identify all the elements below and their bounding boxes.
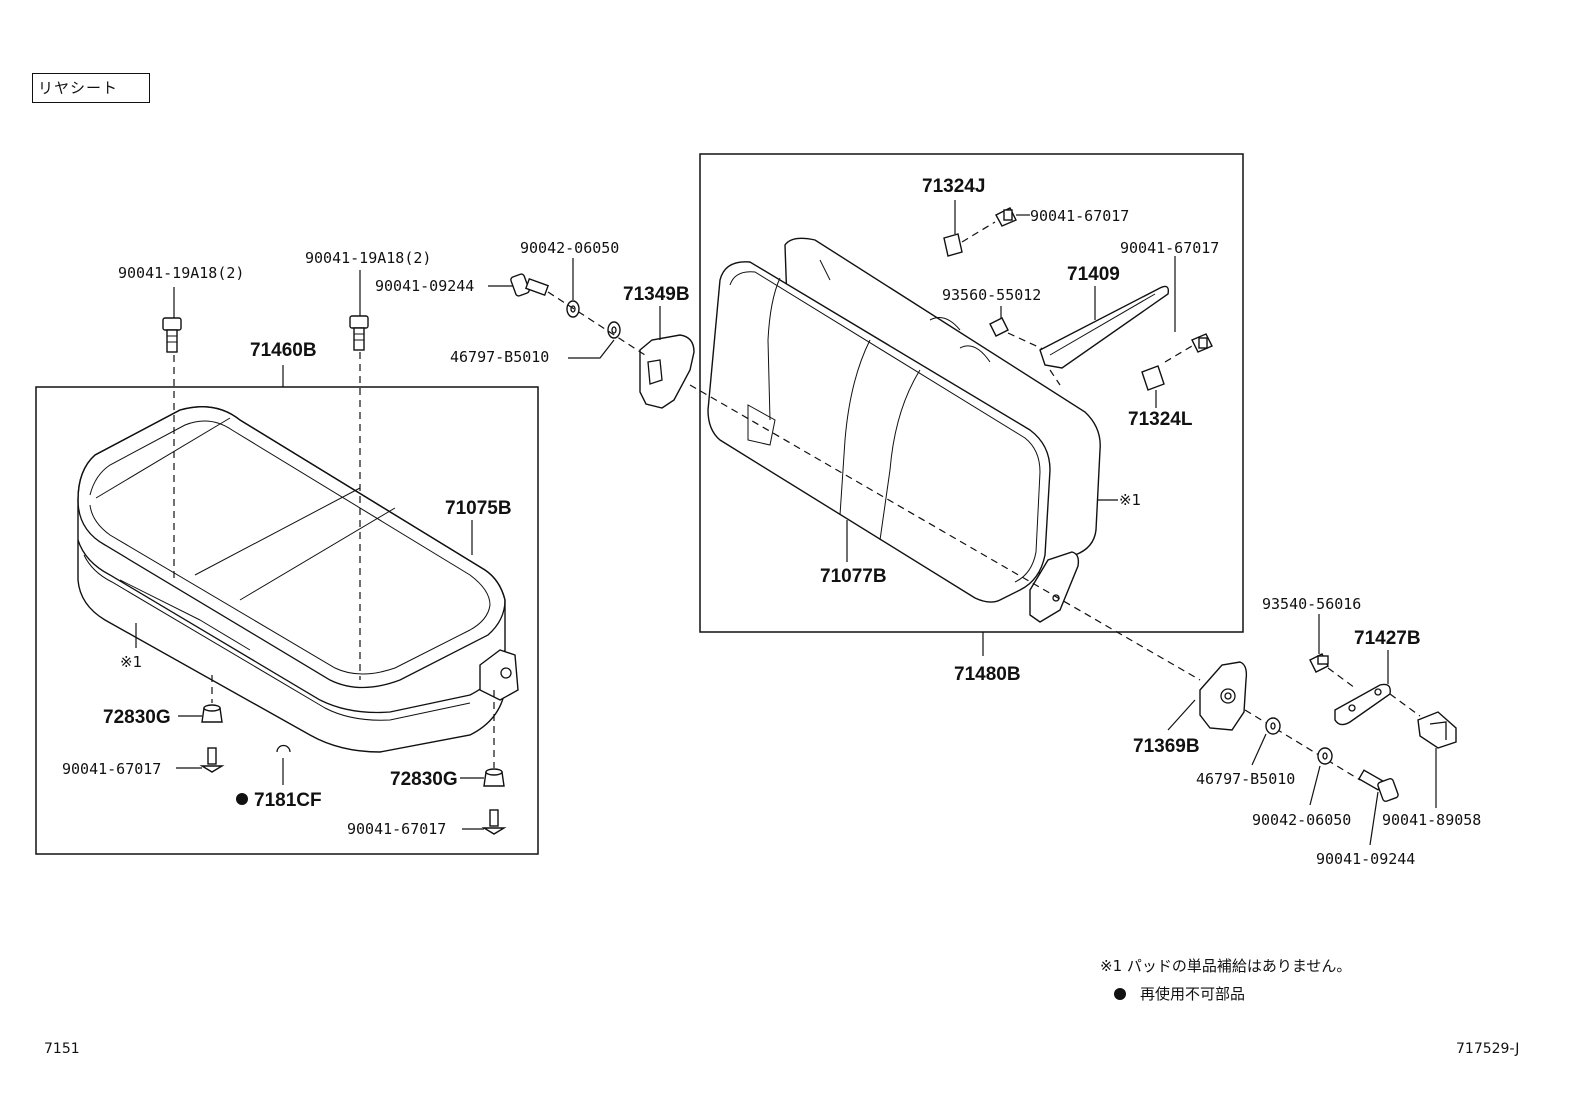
screw-hinge-right-axis: [1327, 667, 1356, 689]
bushing-right-leader: [1251, 733, 1267, 766]
hinge-right-axis: [1244, 709, 1361, 781]
bolt-left-part[interactable]: [162, 317, 182, 353]
clip-part[interactable]: [276, 744, 291, 753]
screw-top-part[interactable]: [995, 207, 1017, 227]
hinge-cover-right-label[interactable]: 71369B: [1133, 736, 1200, 757]
hinge-cover-right-part[interactable]: [1199, 661, 1248, 731]
washer-left-label[interactable]: 90042-06050: [520, 239, 619, 257]
bracket-part[interactable]: [1039, 285, 1170, 369]
lock-axis: [1389, 693, 1421, 717]
clip-right-label[interactable]: 90041-89058: [1382, 811, 1481, 829]
bolt-right-label[interactable]: 90041-19A18(2): [305, 249, 431, 267]
screw-hinge-right-part[interactable]: [1309, 653, 1329, 673]
bushing-left-label[interactable]: 46797-B5010: [450, 348, 549, 366]
hook-right-axis: [1164, 345, 1193, 363]
screw-right-back-label[interactable]: 90041-67017: [1120, 239, 1219, 257]
hook-top-label[interactable]: 71324J: [922, 176, 985, 197]
bracket-label[interactable]: 71409: [1067, 264, 1120, 285]
screw-left-label[interactable]: 90041-67017: [62, 760, 161, 778]
bushing-right-part[interactable]: [1265, 717, 1281, 735]
seat-cushion-assembly-box: [35, 386, 539, 855]
clip-label[interactable]: 7181CF: [254, 790, 322, 811]
hinge-cover-right-leader: [1167, 699, 1196, 731]
hook-right-part[interactable]: [1141, 365, 1165, 391]
lock-part[interactable]: [1334, 683, 1391, 726]
hinge-bolt-right-leader: [1369, 791, 1379, 846]
hinge-bolt-left-part[interactable]: [510, 273, 550, 297]
bolt-right-part[interactable]: [349, 315, 369, 351]
screw-hinge-right-label[interactable]: 93540-56016: [1262, 595, 1361, 613]
hook-top-part[interactable]: [943, 233, 963, 257]
washer-right-leader: [1309, 765, 1321, 806]
washer-right-part[interactable]: [1317, 747, 1333, 765]
stopper-right-part[interactable]: [483, 768, 505, 787]
screw-mid-axis: [1007, 332, 1046, 351]
hinge-bolt-right-label[interactable]: 90041-09244: [1316, 850, 1415, 868]
screw-top-label[interactable]: 90041-67017: [1030, 207, 1129, 225]
seat-cushion-cover-label[interactable]: 71075B: [445, 498, 512, 519]
seat-cushion-pad-mark: ※1: [120, 653, 142, 671]
seat-back-pad-mark: ※1: [1119, 491, 1141, 509]
note-pad-supply: ※1 パッドの単品補給はありません。: [1100, 957, 1351, 975]
screw-right-part[interactable]: [481, 809, 507, 835]
stopper-left-label[interactable]: 72830G: [103, 707, 171, 728]
washer-left-part[interactable]: [566, 300, 580, 318]
clip-right-part[interactable]: [1417, 711, 1457, 749]
seat-cushion-assy-label[interactable]: 71460B: [250, 340, 317, 361]
bolt-left-label[interactable]: 90041-19A18(2): [118, 264, 244, 282]
hinge-bolt-right-part[interactable]: [1358, 769, 1399, 802]
seat-cushion-part[interactable]: [77, 405, 519, 753]
screw-right-label[interactable]: 90041-67017: [347, 820, 446, 838]
hinge-left-axis: [547, 291, 646, 356]
seat-back-part[interactable]: [707, 237, 1101, 623]
hook-top-axis: [961, 221, 996, 243]
section-title: リヤシート: [38, 79, 119, 97]
hinge-cover-left-part[interactable]: [639, 334, 695, 409]
screw-mid-part[interactable]: [989, 317, 1009, 337]
hinge-bolt-left-label[interactable]: 90041-09244: [375, 277, 474, 295]
non-reusable-legend-icon: [1114, 988, 1126, 1000]
stopper-right-label[interactable]: 72830G: [390, 769, 458, 790]
footer-right-code: 717529-J: [1456, 1041, 1519, 1057]
lock-label[interactable]: 71427B: [1354, 628, 1421, 649]
hinge-cover-left-label[interactable]: 71349B: [623, 284, 690, 305]
seat-back-assy-label[interactable]: 71480B: [954, 664, 1021, 685]
stopper-left-part[interactable]: [201, 704, 223, 723]
bushing-left-leader: [568, 339, 615, 359]
seat-back-hinge-axis: [689, 384, 1201, 681]
seat-back-assembly-box: [699, 153, 1244, 633]
bushing-left-part[interactable]: [607, 321, 621, 339]
screw-left-part[interactable]: [199, 747, 225, 773]
washer-right-label[interactable]: 90042-06050: [1252, 811, 1351, 829]
seat-back-cover-label[interactable]: 71077B: [820, 566, 887, 587]
non-reusable-marker-icon: [236, 793, 248, 805]
bushing-right-label[interactable]: 46797-B5010: [1196, 770, 1295, 788]
screw-mid-label[interactable]: 93560-55012: [942, 286, 1041, 304]
screw-right-back-part[interactable]: [1191, 333, 1213, 353]
hook-right-label[interactable]: 71324L: [1128, 409, 1193, 430]
section-title-frame: [32, 73, 150, 103]
bracket-axis: [1049, 369, 1061, 386]
footer-left-code: 7151: [44, 1041, 80, 1057]
note-non-reusable: 再使用不可部品: [1140, 985, 1245, 1003]
